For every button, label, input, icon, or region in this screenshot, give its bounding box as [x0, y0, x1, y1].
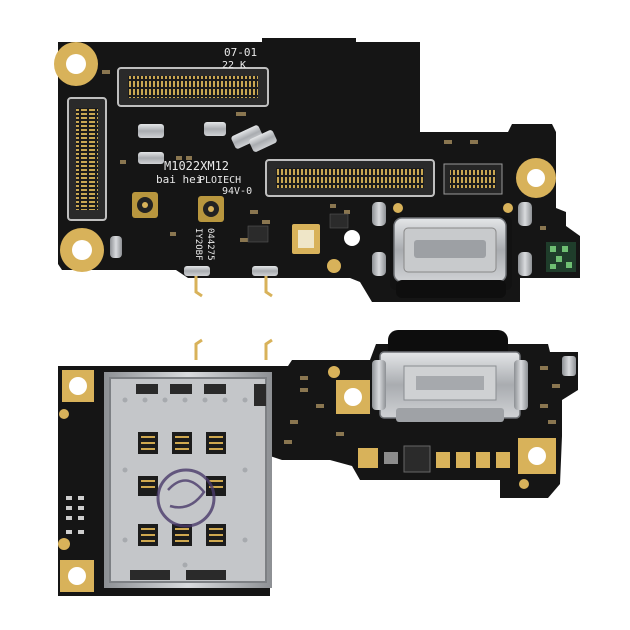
- usb-c-port: [372, 330, 528, 422]
- batch-code: 22 K: [222, 60, 246, 71]
- mounting-hole: [516, 158, 556, 198]
- mounting-hole: [518, 438, 556, 474]
- sim-contact: [138, 476, 158, 496]
- pin-leg: [194, 272, 203, 298]
- spring-contact: [138, 124, 164, 138]
- mounting-hole: [54, 42, 98, 86]
- antenna-connector: [132, 192, 158, 218]
- side-code: IY2OBF: [193, 228, 203, 261]
- rating-label: 94V-0: [222, 186, 252, 197]
- manufacturer-label: PLOIECH: [199, 175, 241, 186]
- test-pad: [59, 409, 69, 419]
- smd-components: [284, 366, 560, 444]
- test-pad: [519, 479, 529, 489]
- shield-tab: [518, 252, 532, 276]
- pin-leg: [264, 338, 273, 360]
- sim-contact: [206, 476, 226, 496]
- flex-connector: [117, 67, 269, 107]
- sim-contact: [206, 432, 226, 454]
- test-pads: [66, 496, 84, 534]
- antenna-connector: [198, 196, 224, 222]
- date-code: 07-01: [224, 46, 257, 59]
- shield-tab: [518, 202, 532, 226]
- sim-contact: [172, 432, 192, 454]
- top-board: 07-01 22 K M1022XM12 bai hei PLOIECH 94V…: [54, 38, 580, 302]
- test-pad: [58, 538, 70, 550]
- spring-contact: [249, 130, 277, 152]
- ink-stamp: [156, 468, 216, 528]
- pin-leg-base: [184, 266, 210, 276]
- ic-chip: [403, 445, 431, 473]
- solder-pads: [358, 448, 510, 468]
- mounting-hole: [60, 560, 94, 592]
- mounting-hole: [336, 380, 370, 414]
- side-contact: [110, 236, 122, 258]
- sim-card-holder: [104, 372, 272, 588]
- sim-contact: [138, 524, 158, 546]
- sim-contact: [172, 524, 192, 546]
- spring-contact: [138, 152, 164, 164]
- sim-contact: [206, 524, 226, 546]
- flex-connector: [67, 97, 107, 221]
- mounting-hole: [62, 370, 94, 402]
- small-connector: [443, 163, 503, 195]
- small-mounting-hole: [344, 230, 360, 246]
- side-code: 044275: [205, 228, 215, 261]
- component: [384, 452, 398, 464]
- test-pad: [393, 203, 403, 213]
- mounting-hole: [60, 228, 104, 272]
- model-number: M1022XM12: [164, 159, 229, 173]
- spring-contact: [562, 356, 576, 376]
- test-pad: [503, 203, 513, 213]
- spring-contact: [204, 122, 226, 136]
- spring-contact: [231, 125, 263, 149]
- smd-components: [102, 70, 546, 242]
- pin-leg: [264, 272, 273, 298]
- shield-tab: [372, 252, 386, 276]
- bottom-board: [58, 330, 578, 596]
- test-pad: [327, 259, 341, 273]
- vendor-label: bai hei: [156, 173, 202, 186]
- test-pad: [328, 366, 340, 378]
- flex-connector: [265, 159, 435, 197]
- usb-c-port: [390, 216, 512, 298]
- sim-contact: [138, 432, 158, 454]
- shield-tab: [372, 202, 386, 226]
- pin-leg-base: [252, 266, 278, 276]
- pin-leg: [194, 338, 203, 360]
